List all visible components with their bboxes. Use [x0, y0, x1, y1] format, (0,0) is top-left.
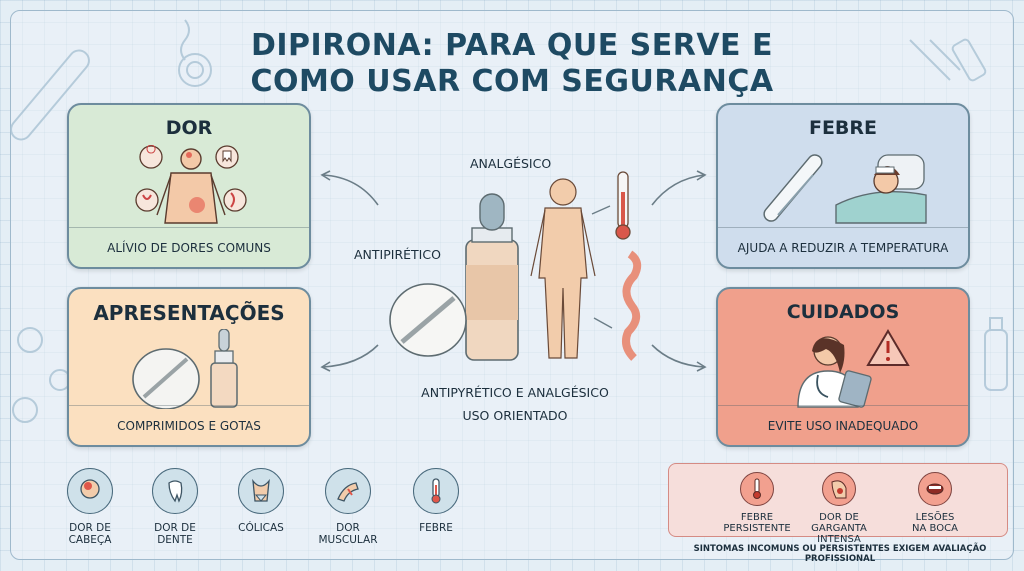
- mouth-icon: [918, 472, 952, 506]
- symptom-dor-de-dente: DOR DE DENTE: [135, 468, 215, 546]
- symptom-colicas: CÓLICAS: [221, 468, 301, 534]
- tooth-icon: [152, 468, 198, 514]
- label-analgesico: ANALGÉSICO: [470, 156, 552, 171]
- warning-note: SINTOMAS INCOMUNS OU PERSISTENTES EXIGEM…: [693, 544, 987, 564]
- title-line-2: COMO USAR COM SEGURANÇA: [250, 64, 774, 99]
- card-cuidados: CUIDADOS EVITE USO INADEQUADO: [716, 287, 970, 447]
- center-subtitle-line-2: USO ORIENTADO: [462, 408, 568, 423]
- card-cuidados-title: CUIDADOS: [786, 301, 900, 323]
- tablet-and-drops-illustration: [132, 329, 238, 409]
- card-febre-title: FEBRE: [808, 117, 878, 139]
- center-illustration: [389, 171, 642, 361]
- warning-febre-persistente: FEBRE PERSISTENTE: [709, 472, 805, 534]
- title-line-1: DIPIRONA: PARA QUE SERVE E: [250, 28, 773, 63]
- card-cuidados-caption: EVITE USO INADEQUADO: [718, 405, 968, 445]
- card-febre: FEBRE AJUDA A REDUZIR A TEMPERATURA: [716, 103, 970, 269]
- card-dor-caption: ALÍVIO DE DORES COMUNS: [69, 227, 309, 267]
- card-apresentacoes-caption: COMPRIMIDOS E GOTAS: [69, 405, 309, 445]
- symptom-dor-de-cabeca: DOR DE CABEÇA: [50, 468, 130, 546]
- arrow-to-apresentacoes: [322, 344, 379, 368]
- card-febre-caption: AJUDA A REDUZIR A TEMPERATURA: [718, 227, 968, 267]
- thermometer-icon: [740, 472, 774, 506]
- card-dor-title: DOR: [165, 117, 213, 139]
- arrow-to-dor: [322, 174, 379, 206]
- warning-signs-box: FEBRE PERSISTENTE DOR DE GARGANTA INTENS…: [668, 463, 1008, 545]
- thermometer-icon: [413, 468, 459, 514]
- abdomen-icon: [238, 468, 284, 514]
- card-dor: DOR ALÍVIO DE DORES COMUNS: [67, 103, 311, 269]
- arrow-to-febre: [651, 174, 705, 206]
- card-apresentacoes: APRESENTAÇÕES COMPRIMIDOS E GOTAS: [67, 287, 311, 447]
- label-antipiretico: ANTIPIRÉTICO: [354, 247, 441, 262]
- body-pain-illustration: [135, 145, 247, 224]
- doctor-warning-illustration: [797, 329, 910, 408]
- symptom-febre: FEBRE: [396, 468, 476, 534]
- fever-patient-illustration: [763, 154, 927, 224]
- center-subtitle: ANTIPYRÉTICO E ANALGÉSICO USO ORIENTADO: [390, 385, 640, 423]
- arrow-to-cuidados: [651, 344, 705, 368]
- muscle-icon: [325, 468, 371, 514]
- warning-lesoes-na-boca: LESÕES NA BOCA: [887, 472, 983, 534]
- head-icon: [67, 468, 113, 514]
- symptom-dor-muscular: DOR MUSCULAR: [308, 468, 388, 546]
- center-subtitle-line-1: ANTIPYRÉTICO E ANALGÉSICO: [421, 385, 609, 400]
- throat-icon: [822, 472, 856, 506]
- warning-dor-de-garganta: DOR DE GARGANTA INTENSA: [791, 472, 887, 545]
- card-apresentacoes-title: APRESENTAÇÕES: [93, 301, 285, 325]
- page-title: DIPIRONA: PARA QUE SERVE E COMO USAR COM…: [200, 28, 824, 100]
